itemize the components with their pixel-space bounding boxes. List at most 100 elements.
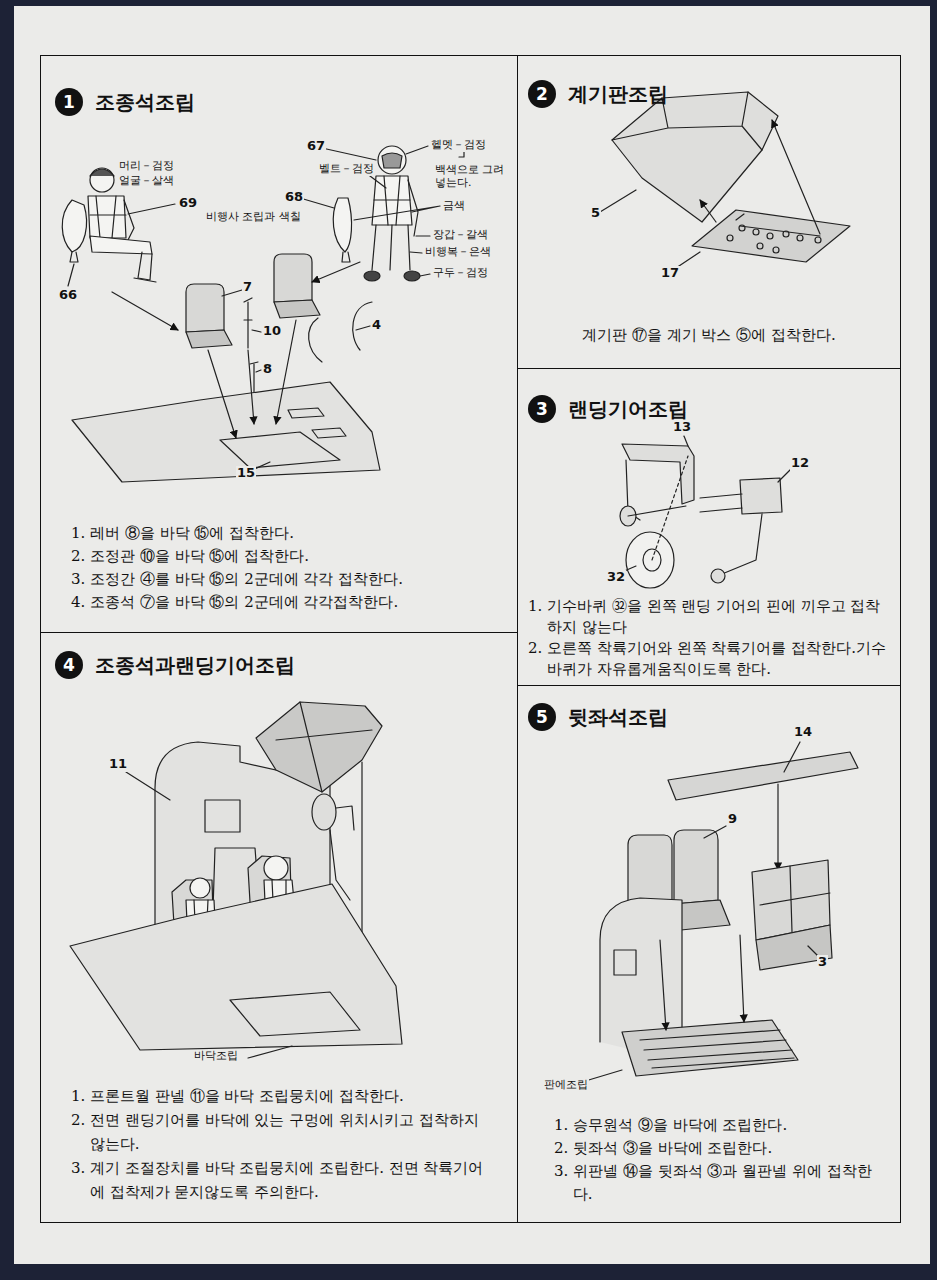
pilot-figure — [90, 196, 126, 238]
color-note: 구두－검정 — [432, 267, 489, 280]
callout-number: 69 — [178, 196, 198, 211]
seat-part — [186, 330, 232, 348]
instruction-text: 1. 승무원석 ⑨을 바닥에 조립한다. — [554, 1114, 884, 1137]
color-note: 바닥조립 — [193, 1050, 239, 1063]
step-number-circle: 1 — [55, 88, 83, 116]
callout-number: 8 — [262, 362, 273, 377]
instrument-panel — [757, 243, 763, 249]
step-number: 5 — [536, 709, 548, 726]
landing-gear — [312, 794, 354, 900]
step-number-circle: 5 — [528, 703, 556, 731]
arm-part — [342, 252, 350, 262]
leader-line — [410, 252, 422, 253]
instruction-text: 3. 조정간 ④를 바닥 ⑮의 2군데에 각각 접착한다. — [71, 568, 487, 591]
pilot-figure — [378, 146, 406, 174]
landing-gear — [626, 532, 674, 588]
landing-gear — [622, 444, 694, 504]
assembly-arrow — [772, 120, 820, 234]
instruction-text: 2. 전면 랜딩기어를 바닥에 있는 구멍에 위치시키고 접착하지 않는다. — [71, 1108, 487, 1156]
arm-part — [333, 198, 351, 252]
floor-part — [230, 992, 360, 1036]
instrument-panel — [797, 235, 803, 241]
arm-part — [62, 200, 86, 252]
upper-panel — [668, 752, 858, 800]
leader-line — [126, 772, 292, 1058]
color-note: 판에조립 — [543, 1079, 589, 1092]
step-heading: 뒷좌석조립 — [568, 703, 668, 731]
seat-part — [274, 300, 320, 318]
color-note: 벨트－검정 — [318, 163, 375, 176]
assembly-arrow — [700, 120, 820, 234]
seat-part — [186, 284, 224, 332]
instruction-text: 3. 계기 조절장치를 바닥 조립뭉치에 조립한다. 전면 착륙기어에 접착제가… — [71, 1156, 487, 1204]
assembly-arrow — [208, 350, 236, 438]
instruction-text: 1. 레버 ⑧을 바닥 ⑮에 접착한다. — [71, 522, 487, 545]
callout-number: 11 — [108, 757, 128, 772]
assembly-arrow — [112, 262, 360, 438]
floor-part — [72, 382, 380, 482]
landing-gear — [312, 794, 336, 830]
step-heading: 조종석과랜딩기어조립 — [95, 651, 295, 679]
leader-line — [808, 946, 818, 956]
leader-line — [322, 148, 376, 160]
color-note: 머리－검정 — [118, 160, 175, 173]
seat-part — [274, 254, 312, 302]
leader-line — [582, 1070, 622, 1082]
leader-line — [784, 742, 800, 772]
pilot-figure — [372, 225, 410, 270]
assembly-arrow — [660, 940, 666, 1030]
leader-line — [600, 190, 636, 212]
landing-gear — [628, 506, 686, 516]
step-number: 4 — [63, 657, 75, 674]
pilot-figure — [364, 271, 380, 281]
leader-line — [248, 462, 270, 472]
instrument-panel — [773, 247, 779, 253]
assembly-arrow — [276, 320, 296, 424]
callout-number: 3 — [817, 955, 828, 970]
instrument-box — [612, 92, 778, 222]
instrument-panel — [692, 210, 850, 262]
instruction-text: 2. 조정관 ⑩을 바닥 ⑮에 접착한다. — [71, 545, 487, 568]
arm-part — [70, 252, 78, 262]
instrument-panel — [692, 210, 850, 262]
assembly-illustration — [62, 92, 858, 1082]
leader-line — [684, 436, 688, 446]
seat-part — [628, 835, 672, 908]
color-note: 얼굴－살색 — [118, 175, 175, 188]
assembly-arrow — [312, 262, 360, 282]
instruction-list: 1. 프론트월 판넬 ⑪을 바닥 조립뭉치에 접착한다.2. 전면 랜딩기어를 … — [71, 1084, 487, 1204]
color-note: 백색으로 그려 넣는다. — [434, 164, 508, 189]
pilot-figure — [408, 180, 418, 236]
callout-number: 15 — [236, 466, 256, 481]
leader-line — [676, 252, 700, 268]
instrument-panel — [767, 233, 773, 239]
callout-number: 67 — [306, 139, 326, 154]
step-panel: 랜딩기어조립 1. 기수바퀴 ㉜을 왼쪽 랜딩 기어의 핀에 끼우고 접착하지 않… — [517, 368, 901, 686]
color-note: 금색 — [442, 200, 466, 213]
instrument-panel — [815, 237, 821, 243]
pilot-figure — [190, 878, 210, 898]
assembly-arrow — [660, 935, 744, 1030]
floor-part — [70, 884, 402, 1050]
step-panel: 계기판조립계기판 ⑰을 계기 박스 ⑤에 접착한다.2 — [517, 55, 901, 369]
pilot-figure — [90, 236, 152, 254]
leader-line — [252, 330, 261, 332]
instruction-list: 계기판 ⑰을 계기 박스 ⑤에 접착한다. — [532, 324, 886, 346]
callout-number: 68 — [284, 190, 304, 205]
instruction-text: 3. 위판넬 ⑭을 뒷좌석 ③과 월판넬 위에 접착한다. — [554, 1160, 884, 1206]
floor-part — [622, 1020, 798, 1076]
instrument-panel — [753, 229, 759, 235]
step-number: 3 — [536, 401, 548, 418]
step-number-circle: 3 — [528, 395, 556, 423]
step-heading: 조종석조립 — [95, 88, 195, 116]
assembly-arrow — [112, 292, 178, 330]
pilot-figure — [404, 271, 420, 281]
assembly-arrow — [248, 350, 254, 424]
step-heading: 랜딩기어조립 — [568, 395, 688, 423]
color-note: 비행사 조립과 색칠 — [205, 211, 302, 224]
leader-line — [126, 772, 170, 800]
step-number-circle: 4 — [55, 651, 83, 679]
color-note: 비행복－은색 — [424, 246, 492, 259]
instruction-list: 1. 기수바퀴 ㉜을 왼쪽 랜딩 기어의 핀에 끼우고 접착하지 않는다2. 오… — [528, 596, 892, 680]
